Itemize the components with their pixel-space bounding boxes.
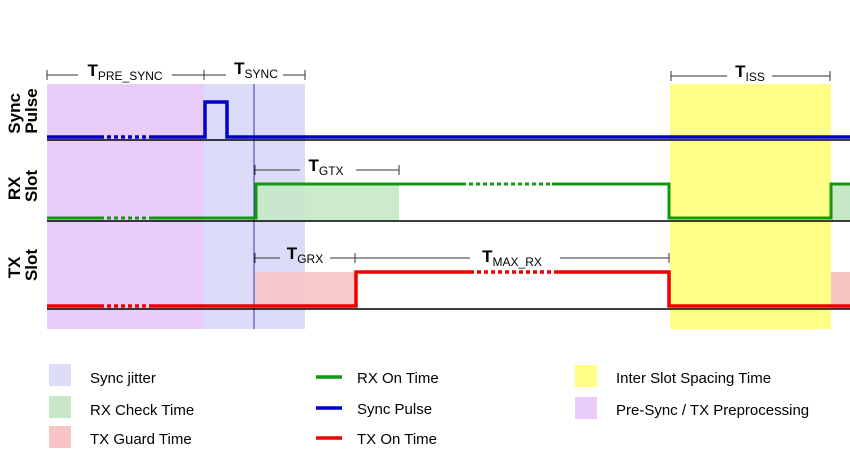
inter-slot-region: [670, 84, 831, 329]
legend-swatch-tx-guard: [49, 426, 71, 448]
interval-label-gtx: TGTX: [308, 156, 343, 178]
interval-sync: [204, 70, 306, 80]
interval-label-sync: TSYNC: [234, 59, 278, 81]
sync-pulse-line: [47, 100, 850, 139]
legend-label-tx-on: TX On Time: [357, 431, 437, 448]
row-label-tx: TX Slot: [5, 249, 41, 281]
legend-label-pre-sync: Pre-Sync / TX Preprocessing: [616, 402, 809, 419]
interval-grx: [254, 253, 356, 263]
legend-swatch-pre-sync: [575, 397, 597, 419]
legend-label-sync-jitter: Sync jitter: [90, 370, 156, 387]
legend-swatch-inter-slot: [575, 365, 597, 387]
interval-label-iss: TISS: [735, 62, 765, 84]
legend-label-rx-check: RX Check Time: [90, 402, 194, 419]
tx-on-line: [47, 270, 850, 308]
interval-label-grx: TGRX: [287, 244, 323, 266]
interval-max-rx: [355, 253, 670, 263]
row-label-rx: RX Slot: [5, 170, 41, 202]
pre-sync-region: [47, 84, 204, 329]
interval-label-pre-sync: TPRE_SYNC: [87, 61, 162, 83]
tx-guard-region: [255, 272, 355, 309]
interval-gtx: [254, 165, 400, 175]
rx-check-region-right: [831, 184, 850, 221]
legend-label-tx-guard: TX Guard Time: [90, 431, 192, 448]
rx-on-line: [47, 182, 850, 220]
legend: Sync jitter RX Check Time TX Guard Time …: [49, 364, 809, 448]
interval-iss: [670, 71, 831, 81]
legend-label-inter-slot: Inter Slot Spacing Time: [616, 370, 771, 387]
legend-label-rx-on: RX On Time: [357, 370, 439, 387]
row-label-sync: Sync Pulse: [5, 88, 41, 133]
legend-swatch-rx-check: [49, 396, 71, 418]
interval-label-max-rx: TMAX_RX: [482, 247, 542, 269]
legend-swatch-sync-jitter: [49, 364, 71, 386]
rx-check-region: [255, 184, 399, 221]
legend-label-sync-pulse: Sync Pulse: [357, 401, 432, 418]
tx-guard-region-right: [831, 272, 850, 309]
